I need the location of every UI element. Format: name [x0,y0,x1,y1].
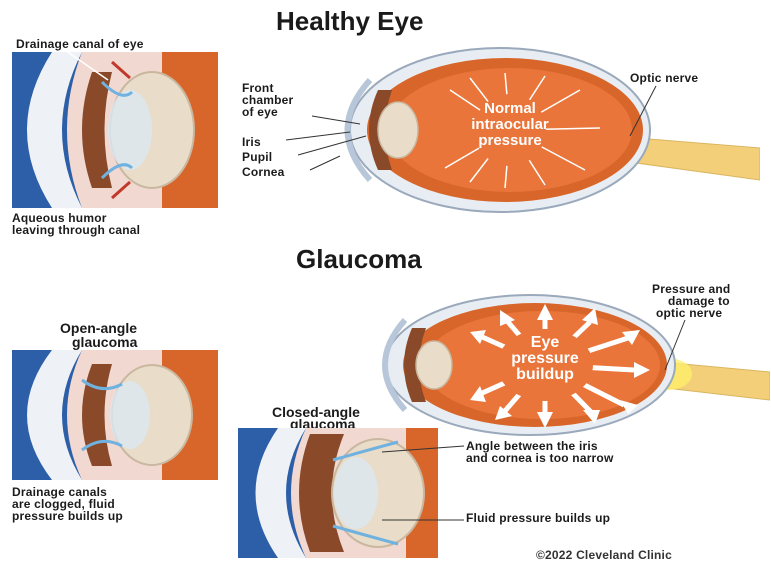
drainage-canal-pointer [60,46,120,86]
fluid-pressure-label: Fluid pressure builds up [466,512,610,524]
aqueous-label-2: leaving through canal [12,224,140,236]
copyright: ©2022 Cleveland Clinic [536,549,672,561]
closed-angle-pointers [380,440,470,530]
angle-narrow-label-2: and cornea is too narrow [466,452,614,464]
healthy-label-pointers [270,96,380,176]
pressure-damage-pointer [655,318,695,376]
iris-label: Iris [242,136,261,148]
eye-pressure-label-1: Eye [505,334,585,351]
normal-pressure-label-1: Normal [470,100,550,117]
normal-pressure-label-2: intraocular [460,116,560,133]
glaucoma-heading: Glaucoma [296,244,422,275]
open-angle-heading-2: glaucoma [72,334,137,350]
open-angle-closeup [12,350,218,480]
pupil-label: Pupil [242,151,272,163]
normal-pressure-label-3: pressure [470,132,550,149]
drainage-clogged-label-3: pressure builds up [12,510,123,522]
eye-pressure-label-2: pressure [500,350,590,367]
optic-nerve-pointer [620,82,680,142]
eye-pressure-label-3: buildup [500,366,590,383]
healthy-eye-heading: Healthy Eye [276,6,423,37]
